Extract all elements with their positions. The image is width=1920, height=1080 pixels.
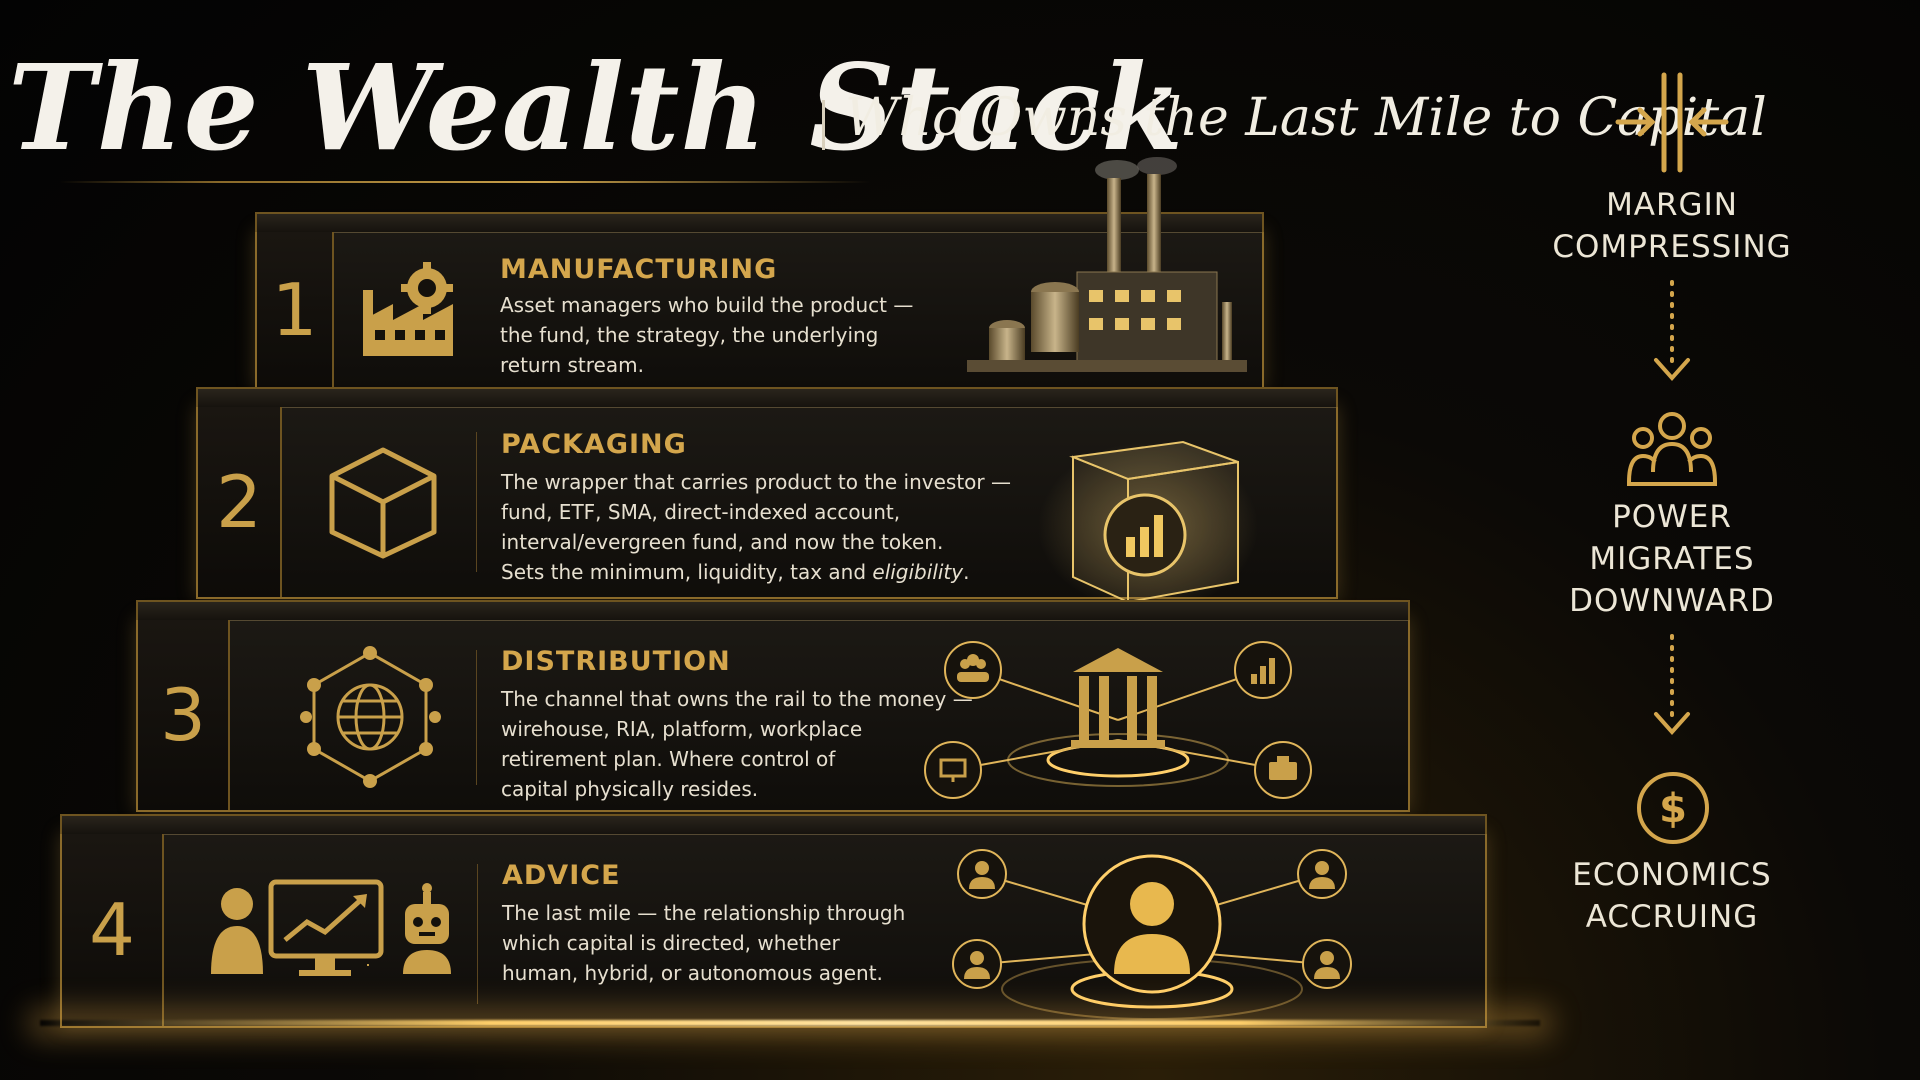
bank-network-illustration: [913, 630, 1323, 810]
tier-description-line: retirement plan. Where control of: [501, 747, 836, 771]
title-separator: [822, 100, 825, 150]
tier-description-line: The last mile — the relationship through: [502, 901, 906, 925]
tier-description-line: Asset managers who build the product —: [500, 293, 914, 317]
tier-description-line: Sets the minimum, liquidity, tax and eli…: [501, 560, 970, 584]
tier-description-line: wirehouse, RIA, platform, workplace: [501, 717, 863, 741]
tier-description-line: The wrapper that carries product to the …: [501, 470, 1011, 494]
flow-label-margin: MARGIN COMPRESSING: [1552, 187, 1792, 265]
compress-arrows-icon: [1612, 70, 1732, 175]
people-group-icon: [1625, 410, 1719, 488]
flow-label-power: POWER MIGRATES DOWNWARD: [1569, 499, 1775, 619]
tier-title: MANUFACTURING: [500, 254, 778, 285]
flow-label-economics: ECONOMICS ACCRUING: [1572, 857, 1772, 935]
tier-number: 3: [138, 620, 230, 810]
tier-divider: [477, 864, 478, 1004]
tier-description: The wrapper that carries product to the …: [501, 467, 1011, 587]
tier-title: PACKAGING: [501, 429, 687, 460]
tier-description-line: return stream.: [500, 353, 644, 377]
tier-divider: [476, 432, 477, 572]
page-subtitle: Who Owns the Last Mile to Capital: [845, 88, 1767, 148]
tier-title: DISTRIBUTION: [501, 646, 731, 677]
glowing-floor: [40, 1020, 1540, 1026]
dotted-arrow-down-icon: [1650, 278, 1694, 390]
svg-text:$: $: [1659, 786, 1687, 832]
tier-description-line: the fund, the strategy, the underlying: [500, 323, 879, 347]
tier-distribution: 3 DISTRIBUTION The channel that owns the…: [136, 618, 1410, 812]
factory-gear-icon: [357, 260, 467, 360]
person-network-illustration: [922, 839, 1382, 1024]
tier-description-line: interval/evergreen fund, and now the tok…: [501, 530, 944, 554]
factory-illustration: [967, 152, 1247, 384]
network-globe-icon: [298, 645, 443, 790]
tier-description: The channel that owns the rail to the mo…: [501, 684, 973, 804]
tier-description-line: which capital is directed, whether: [502, 931, 840, 955]
tier-number: 4: [62, 834, 164, 1026]
title-rule: [60, 181, 870, 183]
cube-icon: [326, 442, 441, 562]
tier-divider: [476, 650, 477, 785]
tier-description-line: The channel that owns the rail to the mo…: [501, 687, 973, 711]
tier-description: Asset managers who build the product — t…: [500, 290, 913, 380]
tier-packaging: 2 PACKAGING The wrapper that carries pro…: [196, 405, 1338, 612]
tier-description-line: capital physically resides.: [501, 777, 759, 801]
dollar-coin-icon: $: [1635, 770, 1711, 846]
page-title: The Wealth Stack: [8, 38, 1185, 177]
tier-description-line: fund, ETF, SMA, direct-indexed account,: [501, 500, 901, 524]
tier-description-line: human, hybrid, or autonomous agent.: [502, 961, 883, 985]
dotted-arrow-down-icon: [1650, 632, 1694, 744]
tier-manufacturing: 1 MANUFACTURING Asset managers who build…: [255, 157, 1264, 389]
advisor-robot-icon: [207, 874, 457, 984]
glass-cube-illustration: [1033, 417, 1263, 617]
tier-number: 2: [198, 407, 282, 597]
tier-title: ADVICE: [502, 860, 621, 891]
tier-number: 1: [257, 232, 334, 387]
tier-description: The last mile — the relationship through…: [502, 898, 905, 988]
tier-advice: 4 ADVICE The last mile — the relationshi…: [60, 832, 1487, 1028]
